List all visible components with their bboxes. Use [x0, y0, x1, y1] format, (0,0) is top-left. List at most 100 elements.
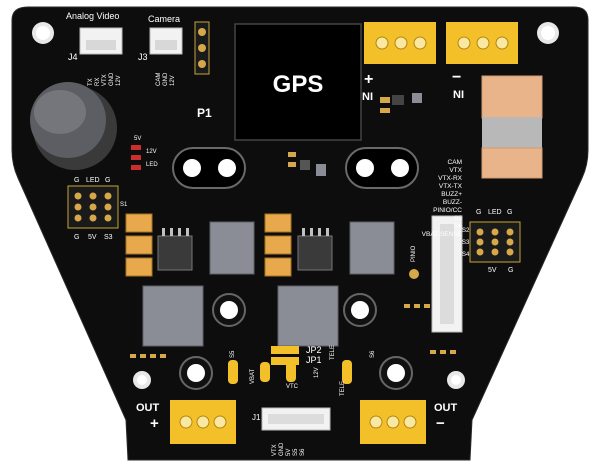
pwr-led-5v: 5V — [134, 136, 141, 142]
smd-resistor-rows — [130, 304, 456, 358]
right-header-top-g2: G — [507, 209, 512, 216]
ni-minus-terminal — [446, 22, 518, 64]
j4-pin-label-2: VTX — [102, 74, 108, 86]
svg-text:CAM: CAM — [448, 159, 462, 166]
right-pin-header — [469, 221, 521, 263]
signal-connector — [431, 215, 463, 333]
center-holes — [179, 293, 413, 390]
right-side-s2: S2 — [462, 228, 470, 234]
svg-text:S6: S6 — [454, 223, 462, 230]
s5-label: S5 — [230, 350, 236, 358]
out-plus-terminal — [170, 400, 236, 444]
vbat-label: VBAT — [250, 368, 256, 384]
vtc-label: VTC — [286, 384, 299, 390]
right-header-top-led: LED — [488, 209, 502, 216]
right-side-s4: S4 — [462, 252, 470, 258]
svg-text:BUZZ-: BUZZ- — [443, 199, 462, 206]
s6-label: S6 — [370, 350, 376, 358]
out-left-label: OUT — [136, 402, 160, 414]
svg-text:VBAT-SENSE: VBAT-SENSE — [422, 231, 463, 238]
svg-text:VTX-TX: VTX-TX — [439, 183, 463, 190]
left-header-bottom-s3: S3 — [104, 234, 113, 241]
right-header-bottom-g: G — [508, 267, 513, 274]
ni-plus-sign: + — [364, 71, 373, 88]
regulator-ic-left — [157, 228, 193, 271]
pinio-pad — [409, 269, 419, 279]
inductor-4 — [277, 285, 339, 347]
ni-minus-sign: − — [452, 69, 461, 86]
pwr-led-led: LED — [146, 162, 158, 168]
inductor-3 — [142, 285, 204, 347]
j4-pin-label-1: RX — [95, 78, 101, 86]
left-header-bottom-5v: 5V — [88, 234, 97, 241]
j4-pin-label-0: TX — [88, 78, 94, 86]
inductor-1 — [209, 221, 255, 275]
svg-text:VTX-RX: VTX-RX — [438, 175, 463, 182]
gps-module — [234, 23, 362, 141]
buzzer — [30, 82, 117, 170]
tele-left-label: TELE — [330, 345, 336, 360]
left-header-top-g1: G — [74, 177, 79, 184]
top-passives — [380, 93, 422, 113]
j4-connector — [79, 27, 123, 55]
j1-connector — [261, 407, 331, 431]
j3-pin-label-0: CAM — [156, 73, 162, 86]
svg-text:VTX: VTX — [449, 167, 462, 174]
ni-plus-label: NI — [362, 91, 373, 103]
s1-label: S1 — [120, 202, 128, 208]
jp-pads — [228, 346, 352, 384]
mounting-holes — [32, 22, 559, 389]
out-minus-terminal — [360, 400, 426, 444]
pwr-led-12v: 12V — [146, 149, 157, 155]
inductor-2 — [349, 221, 395, 275]
signal-list: CAM VTX VTX-RX VTX-TX BUZZ+ BUZZ- PINIO/… — [422, 159, 463, 238]
j1-pin-label-0: VTX — [272, 444, 278, 456]
mid-transistors — [288, 152, 326, 176]
ni-minus-label: NI — [453, 89, 464, 101]
left-header-top-g2: G — [105, 177, 110, 184]
v12-label: 12V — [314, 367, 320, 378]
svg-text:S5: S5 — [454, 215, 462, 222]
power-inductor — [481, 75, 543, 179]
right-header-top-g1: G — [476, 209, 481, 216]
mid-capacitors — [264, 213, 292, 277]
j3-pin-label-2: 12V — [170, 75, 176, 86]
left-capacitors — [125, 213, 153, 277]
j1-pin-label-4: S6 — [300, 448, 306, 456]
mounting-slot-left — [172, 147, 246, 189]
pcb-board — [11, 6, 589, 461]
out-left-plus: + — [150, 415, 159, 432]
power-leds — [131, 145, 141, 170]
jp2-label: JP2 — [306, 345, 322, 355]
j3-connector — [149, 27, 183, 55]
left-header-bottom-g: G — [74, 234, 79, 241]
svg-text:PINIO/CC: PINIO/CC — [433, 207, 462, 214]
pinio-label: PINIO — [411, 245, 417, 262]
gps-label: GPS — [273, 71, 324, 98]
led-header — [194, 21, 210, 75]
j1-label: J1 — [252, 413, 261, 422]
j1-pin-label-1: GND — [279, 442, 285, 456]
right-side-s3: S3 — [462, 240, 470, 246]
j3-pin-label-1: GND — [163, 72, 169, 86]
j1-pin-label-2: 5V — [286, 449, 292, 456]
mounting-slot-right — [345, 147, 419, 189]
out-right-label: OUT — [434, 402, 458, 414]
analog-video-label: Analog Video — [66, 11, 119, 21]
camera-label: Camera — [148, 14, 180, 24]
left-header-top-led: LED — [86, 177, 100, 184]
j3-label: J3 — [138, 52, 148, 62]
p1-label: P1 — [197, 106, 212, 120]
j4-pin-label-4: 12V — [116, 75, 122, 86]
jp1-label: JP1 — [306, 355, 322, 365]
ni-plus-terminal — [364, 22, 436, 64]
left-pin-header — [67, 185, 119, 229]
j4-label: J4 — [68, 52, 78, 62]
tele-right-label: TELE — [340, 381, 346, 396]
out-right-minus: − — [436, 415, 445, 432]
regulator-ic-mid — [297, 228, 333, 271]
svg-text:BUZZ+: BUZZ+ — [441, 191, 462, 198]
right-header-bottom-5v: 5V — [488, 267, 497, 274]
j1-pin-label-3: S5 — [293, 448, 299, 456]
